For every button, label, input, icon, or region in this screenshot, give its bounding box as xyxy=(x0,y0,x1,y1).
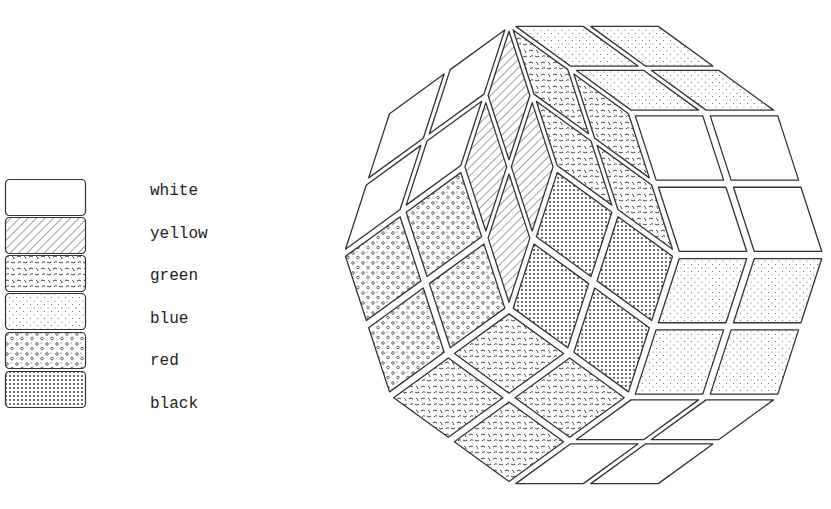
rhombus-tile xyxy=(710,116,798,180)
legend-swatch xyxy=(4,331,88,371)
legend-swatch xyxy=(4,292,88,332)
legend-label: white xyxy=(150,183,198,201)
rhombus-tile xyxy=(733,187,821,251)
legend-label: black xyxy=(150,396,198,414)
legend-label: blue xyxy=(150,311,188,329)
rhombus-tile xyxy=(658,187,746,251)
legend-label: yellow xyxy=(150,226,208,244)
legend-swatch xyxy=(4,216,88,256)
rhombus-tile xyxy=(733,259,821,323)
rhombus-tile xyxy=(658,259,746,323)
legend-swatch xyxy=(4,370,88,410)
legend-label: red xyxy=(150,353,179,371)
legend-label: green xyxy=(150,268,198,286)
legend-swatch xyxy=(4,178,88,218)
rhombus-tile xyxy=(635,330,723,394)
rhombus-tile xyxy=(635,116,723,180)
rhombus-tile xyxy=(710,330,798,394)
rhombus-tile xyxy=(369,74,444,178)
legend-swatch xyxy=(4,254,88,294)
